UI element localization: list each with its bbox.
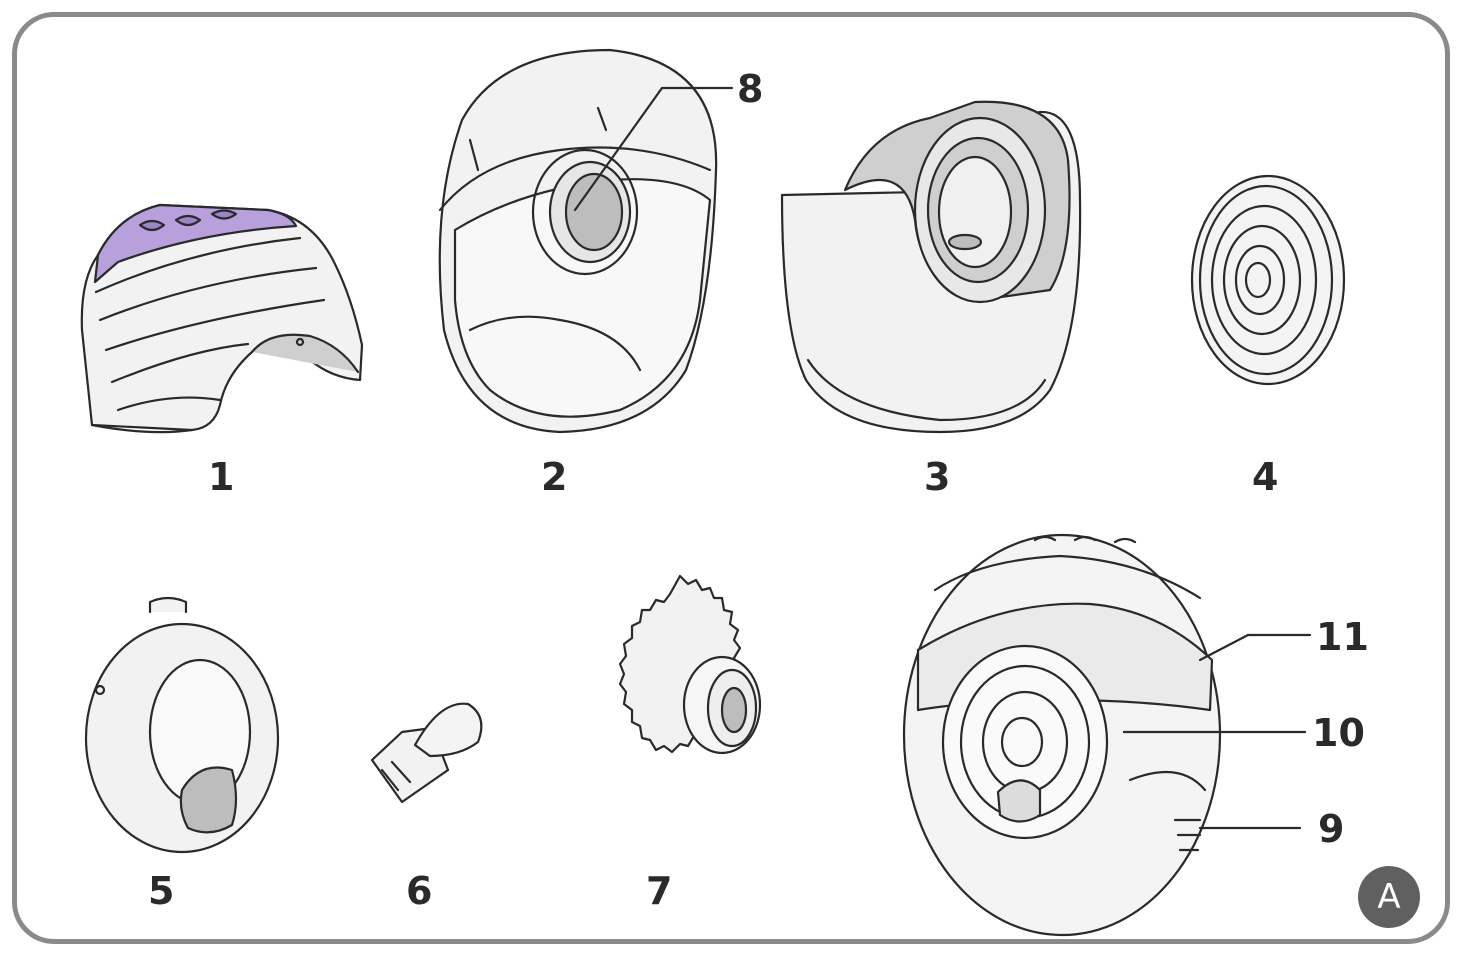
part-label-2: 2 <box>541 458 567 496</box>
part-1-motor-unit <box>82 205 362 432</box>
callout-label-11: 11 <box>1316 618 1369 656</box>
figure-badge: A <box>1358 866 1420 928</box>
callout-label-10: 10 <box>1312 714 1365 752</box>
part-label-7: 7 <box>646 872 672 910</box>
part-6-valve <box>372 704 481 802</box>
callout-label-9: 9 <box>1318 810 1344 848</box>
callout-label-8: 8 <box>737 70 763 108</box>
part-label-1: 1 <box>208 458 234 496</box>
part-2-breast-shield <box>440 50 732 432</box>
assembled-pump <box>904 535 1310 935</box>
part-label-5: 5 <box>148 872 174 910</box>
part-3-cup-housing <box>782 102 1080 432</box>
part-5-collector-cover <box>86 598 278 852</box>
part-7-flange <box>620 576 760 753</box>
part-4-diaphragm <box>1192 176 1344 384</box>
part-label-3: 3 <box>924 458 950 496</box>
part-label-4: 4 <box>1252 458 1278 496</box>
part-label-6: 6 <box>406 872 432 910</box>
